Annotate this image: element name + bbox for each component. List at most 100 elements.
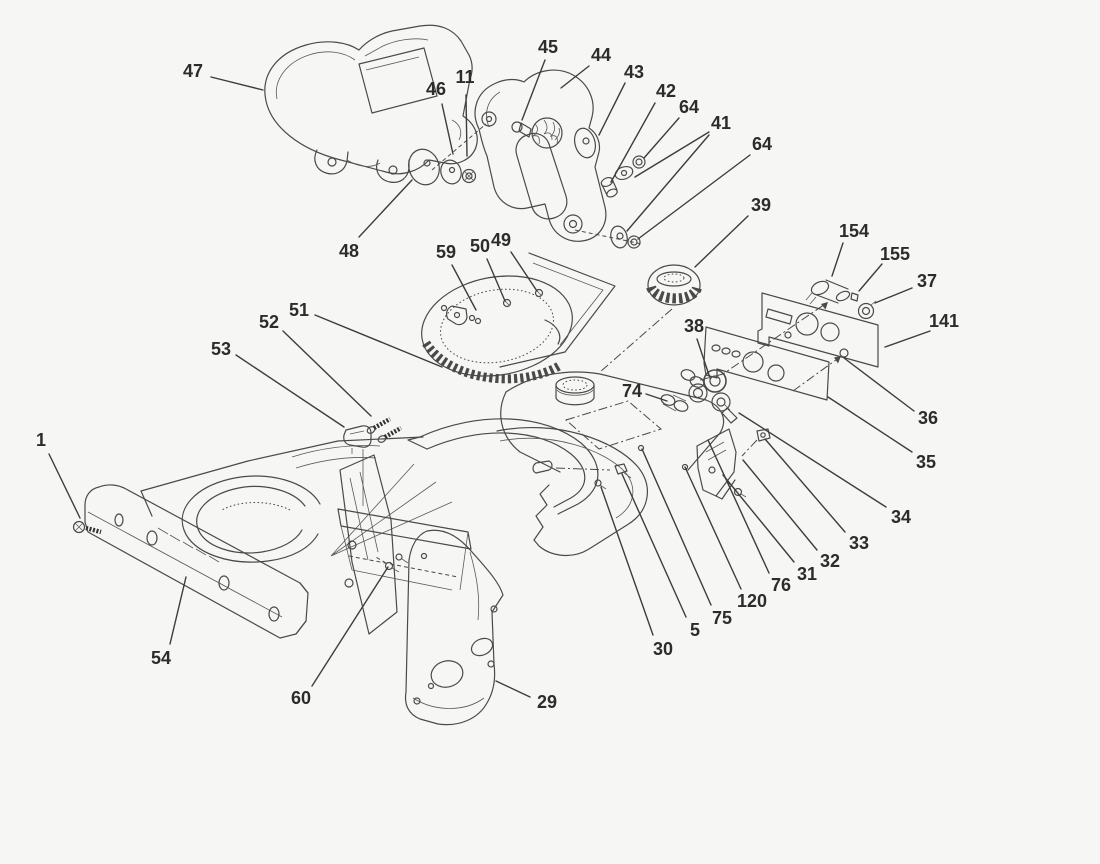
fuel-cap (646, 264, 702, 306)
bolt-45 (511, 121, 532, 138)
upper-panel-141 (757, 292, 879, 368)
leader-line-51 (314, 314, 443, 368)
part-label-32: 32 (820, 551, 840, 571)
part-label-35: 35 (916, 452, 936, 472)
arrowhead (821, 302, 828, 310)
leader-line-76 (707, 439, 770, 574)
socket-154 (805, 279, 851, 305)
part-label-53: 53 (211, 339, 231, 359)
fuel-tank (500, 308, 725, 473)
leader-line-64 (643, 117, 680, 159)
part-label-30: 30 (653, 639, 673, 659)
leader-line-37 (874, 287, 913, 304)
leader-line-1 (48, 453, 81, 519)
leader-line-53 (235, 354, 345, 428)
part-label-154: 154 (839, 221, 869, 241)
latch (532, 460, 611, 474)
bolt-5 (614, 463, 632, 479)
part-label-39: 39 (751, 195, 771, 215)
leader-line-48 (358, 179, 413, 238)
leader-line-33 (764, 438, 846, 533)
part-label-36: 36 (918, 408, 938, 428)
fastener-120 (681, 463, 689, 471)
part-label-75: 75 (712, 608, 732, 628)
ignition-parts (680, 369, 771, 500)
side-cover-29 (404, 529, 504, 726)
part-label-5: 5 (690, 620, 700, 640)
belt-cover-shape (264, 24, 478, 183)
key-switch (711, 392, 738, 424)
stud-42 (600, 176, 618, 198)
part-label-34: 34 (891, 507, 911, 527)
part-label-42: 42 (656, 81, 676, 101)
part-label-141: 141 (929, 311, 959, 331)
filler-neck (555, 376, 595, 406)
support-rail (407, 418, 599, 515)
leader-line-52 (282, 330, 372, 417)
part-label-33: 33 (849, 533, 869, 553)
clip-59 (440, 304, 482, 326)
leader-line-5 (621, 473, 687, 618)
leader-line-64 (637, 154, 751, 240)
part-label-31: 31 (797, 564, 817, 584)
leader-line-49 (510, 251, 538, 292)
support-bracket-31 (696, 428, 737, 500)
square-nut-33 (741, 428, 771, 457)
part-label-74: 74 (622, 381, 642, 401)
part-label-155: 155 (880, 244, 910, 264)
part-label-47: 47 (183, 61, 203, 81)
leader-line-155 (858, 263, 883, 292)
part-label-48: 48 (339, 241, 359, 261)
part-label-43: 43 (624, 62, 644, 82)
leader-line-38 (696, 338, 711, 379)
leader-line-141 (884, 330, 931, 348)
part-label-50: 50 (470, 236, 490, 256)
leader-line-42 (610, 102, 656, 183)
housing-top (140, 418, 599, 635)
part-label-49: 49 (491, 230, 511, 250)
leader-line-35 (827, 396, 913, 453)
part-label-54: 54 (151, 648, 171, 668)
chute-base-assembly (421, 252, 616, 384)
part-label-64: 64 (752, 134, 772, 154)
fastener-75 (637, 444, 645, 452)
bolt-1 (72, 520, 102, 535)
leader-line-30 (600, 486, 654, 636)
leader-line-43 (598, 82, 626, 136)
right-curved-panel (496, 427, 689, 556)
bracket-screw (733, 487, 743, 497)
mount-hardware (343, 417, 403, 454)
leader-line-46 (441, 103, 454, 155)
part-155 (850, 292, 859, 302)
leader-line-39 (694, 215, 749, 268)
leader-line-36 (843, 357, 915, 412)
part-label-44: 44 (591, 45, 611, 65)
frame-bar (72, 484, 309, 639)
part-label-76: 76 (771, 575, 791, 595)
leader-line-44 (560, 65, 590, 89)
bolts-60 (373, 553, 409, 573)
part-label-52: 52 (259, 312, 279, 332)
control-panels (699, 279, 879, 401)
knurled-spring (531, 117, 563, 149)
leader-line-45 (521, 59, 546, 121)
part-label-37: 37 (917, 271, 937, 291)
part-label-51: 51 (289, 300, 309, 320)
screw-30 (594, 479, 607, 490)
part-label-120: 120 (737, 591, 767, 611)
part-label-41: 41 (711, 113, 731, 133)
part-label-64: 64 (679, 97, 699, 117)
leader-line-31 (722, 474, 795, 563)
leader-line-120 (684, 466, 742, 590)
part-label-46: 46 (426, 79, 446, 99)
leader-line-59 (451, 264, 477, 311)
part-label-60: 60 (291, 688, 311, 708)
leader-line-54 (169, 576, 187, 645)
chute-column (339, 454, 398, 635)
leader-line-154 (831, 242, 844, 277)
leader-line-47 (210, 76, 264, 91)
lower-panel-35 (703, 326, 830, 401)
leader-line-34 (738, 412, 887, 508)
crank-bracket-assembly (474, 69, 646, 249)
